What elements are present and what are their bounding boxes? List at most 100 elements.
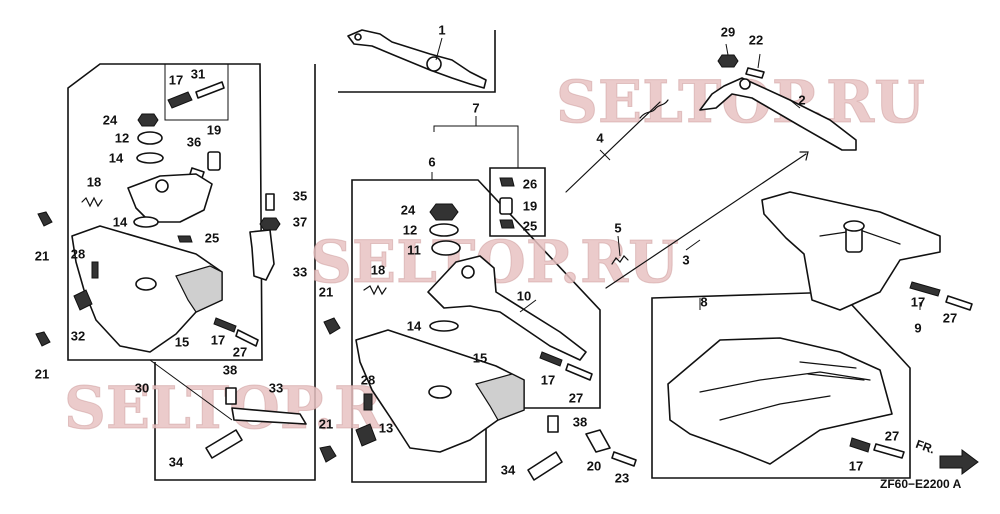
callout-13: 13 (379, 421, 393, 436)
callout-34-left: 34 (169, 455, 184, 470)
bolt-31 (195, 81, 225, 99)
callout-24-left: 24 (103, 113, 118, 128)
clamp-34-center (527, 451, 563, 481)
lever-part-2 (699, 77, 857, 151)
callout-18-left: 18 (87, 175, 101, 190)
bolt-27-right (945, 295, 973, 311)
bolt-38-center (547, 415, 559, 433)
bolt-27-guard (873, 443, 905, 459)
clip-32 (73, 289, 93, 311)
callout-21-center-bottom: 21 (319, 417, 333, 432)
collar-19-left (207, 151, 221, 171)
spring-part-5 (611, 255, 629, 265)
callout-17-guard: 17 (849, 459, 863, 474)
clamp-34-left (205, 429, 243, 459)
callout-23: 23 (615, 471, 629, 486)
callout-12-center: 12 (403, 223, 417, 238)
callout-28-left: 28 (71, 247, 85, 262)
callout-32: 32 (71, 329, 85, 344)
callout-35: 35 (293, 189, 307, 204)
frame-group-8 (651, 291, 911, 479)
callout-18-center: 18 (371, 263, 385, 278)
callout-22: 22 (749, 33, 763, 48)
callout-21-left-top: 21 (35, 249, 49, 264)
callout-27-center: 27 (569, 391, 583, 406)
screw-25-center (499, 219, 515, 229)
spring-17-center (539, 351, 563, 367)
nut-part-29 (717, 54, 739, 68)
callout-17-top: 17 (169, 73, 183, 88)
frame-group-6 (351, 179, 601, 483)
spring-17-top (167, 91, 193, 109)
callout-26: 26 (523, 177, 537, 192)
callout-20: 20 (587, 459, 601, 474)
callout-27-left-low: 27 (233, 345, 247, 360)
callout-27-guard: 27 (885, 429, 899, 444)
callout-33-lower: 33 (269, 381, 283, 396)
callout-10: 10 (517, 289, 531, 304)
callout-15-center: 15 (473, 351, 487, 366)
callout-24-center: 24 (401, 203, 416, 218)
lever-part-10 (427, 255, 587, 361)
guard-part-8 (667, 337, 893, 465)
screw-26 (499, 177, 515, 187)
callout-38-center: 38 (573, 415, 587, 430)
callout-29: 29 (721, 25, 735, 40)
spring-17-left-low (213, 317, 237, 333)
callout-12-left: 12 (115, 131, 129, 146)
washer-14-left-mid (133, 216, 159, 228)
callout-17-right: 17 (911, 295, 925, 310)
lever-part-1 (347, 29, 487, 89)
cable-33-lower (231, 407, 307, 425)
bolt-35 (265, 193, 275, 211)
callout-14-center: 14 (407, 319, 422, 334)
callout-11: 11 (407, 243, 421, 258)
bolt-27-left-low (235, 329, 259, 347)
clip-13 (355, 423, 377, 447)
bolt-38-left (225, 387, 237, 405)
washer-11 (431, 240, 461, 256)
bolt-21-center-bottom (319, 445, 337, 463)
callout-34-center: 34 (501, 463, 516, 478)
callout-21-left-bottom: 21 (35, 367, 49, 382)
nut-24-center (429, 203, 459, 221)
washer-14-center (429, 320, 459, 332)
callout-7: 7 (472, 101, 479, 116)
frame-top-part1 (338, 30, 496, 93)
front-arrow-icon (939, 449, 979, 475)
callout-19-left: 19 (207, 123, 221, 138)
frame-left-outer (154, 64, 316, 481)
callout-31: 31 (191, 67, 205, 82)
callout-38-left: 38 (223, 363, 237, 378)
callout-14-left-top: 14 (109, 151, 124, 166)
callout-15-left: 15 (175, 335, 189, 350)
front-marker: FR. (914, 437, 937, 457)
callout-25-left: 25 (205, 231, 219, 246)
bolt-21-left-top (37, 211, 53, 227)
spring-17-right (909, 281, 941, 297)
callout-6: 6 (428, 155, 435, 170)
collar-20 (585, 429, 611, 453)
clip-33-left (249, 229, 275, 281)
callout-8: 8 (700, 295, 707, 310)
bolt-27-center (565, 363, 593, 381)
bolt-23 (611, 451, 637, 467)
callout-3: 3 (682, 253, 689, 268)
lever-plate-left (127, 173, 213, 223)
bracket-17-31 (164, 64, 229, 121)
callout-14-left-mid: 14 (113, 215, 128, 230)
spring-18-left (81, 196, 103, 208)
bolt-21-center-top (323, 317, 341, 335)
callout-25-center: 25 (523, 219, 537, 234)
washer-12-left (137, 131, 163, 145)
nut-37 (259, 217, 281, 231)
callout-30: 30 (135, 381, 149, 396)
bracket-7 (433, 116, 519, 168)
washer-14-left-top (136, 152, 164, 164)
rod-part-3 (605, 153, 807, 289)
leader-lines (431, 37, 921, 313)
callout-33-left: 33 (293, 265, 307, 280)
washer-12-center (429, 223, 459, 237)
callout-36: 36 (187, 135, 201, 150)
